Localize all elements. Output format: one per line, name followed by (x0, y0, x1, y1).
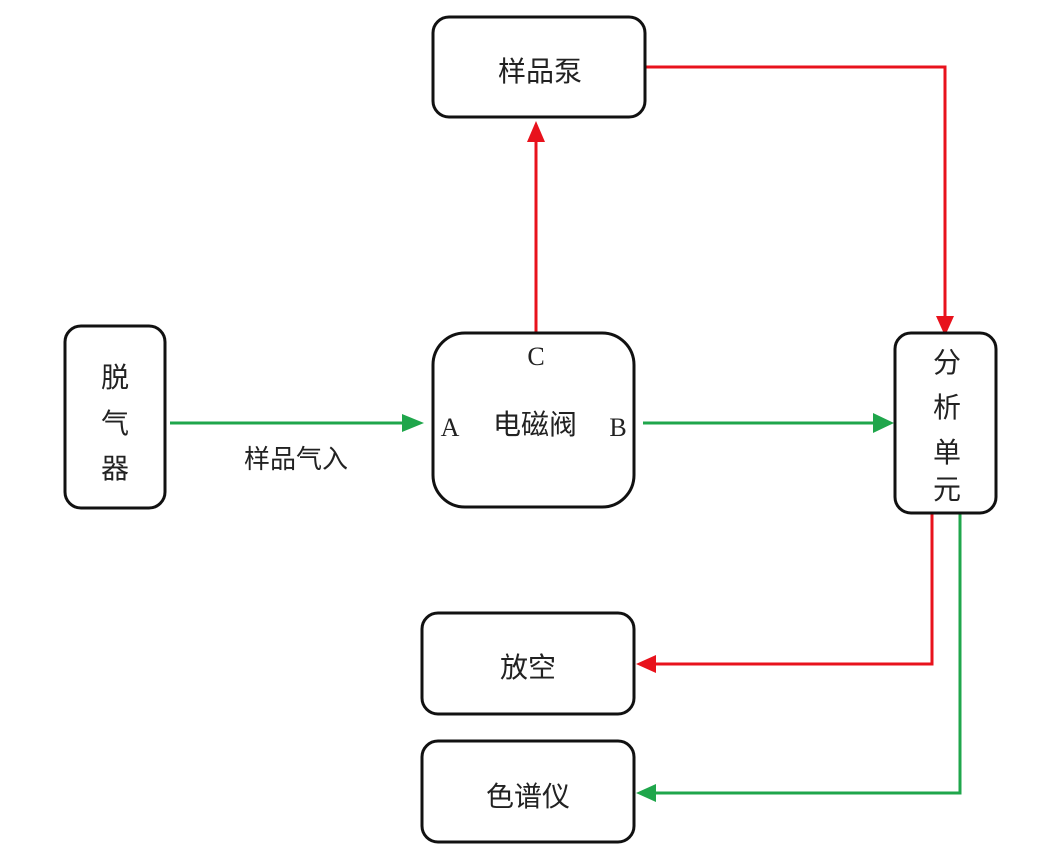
node-solenoid-valve: C A 电磁阀 B (431, 331, 636, 509)
arrowhead-pump (527, 121, 545, 142)
node-sample-pump: 样品泵 (431, 15, 647, 119)
analyzer-char-2: 析 (933, 391, 961, 424)
analyzer-char-3: 单 (933, 436, 961, 469)
node-degasser: 脱 气 器 (63, 324, 167, 510)
edge-pump-to-analyzer (646, 65, 947, 316)
analyzer-char-4: 元 (933, 473, 961, 506)
chromatograph-label: 色谱仪 (486, 780, 570, 813)
arrowhead-analyzer-left (873, 413, 894, 433)
valve-port-a: A (441, 413, 460, 442)
node-chromatograph: 色谱仪 (420, 739, 636, 844)
valve-port-c: C (527, 342, 544, 371)
analyzer-char-1: 分 (933, 346, 961, 379)
arrowhead-vent (636, 655, 656, 673)
vent-label: 放空 (500, 651, 556, 684)
degasser-char-1: 脱 (101, 361, 129, 394)
degasser-char-3: 器 (101, 452, 129, 485)
edge-analyzer-to-vent (656, 513, 934, 666)
degasser-char-2: 气 (101, 407, 129, 440)
valve-port-b: B (609, 413, 626, 442)
arrowhead-valve-a (402, 414, 424, 432)
edge-label-sample-in: 样品气入 (244, 445, 348, 475)
edge-analyzer-to-chromatograph (656, 513, 962, 795)
node-vent: 放空 (420, 611, 636, 716)
arrowhead-analyzer-top (936, 316, 954, 336)
pump-label: 样品泵 (498, 55, 582, 88)
arrowhead-chromatograph (636, 784, 656, 802)
node-analysis-unit: 分 析 单 元 (893, 331, 998, 515)
edges (170, 65, 962, 802)
valve-label: 电磁阀 (493, 408, 577, 441)
